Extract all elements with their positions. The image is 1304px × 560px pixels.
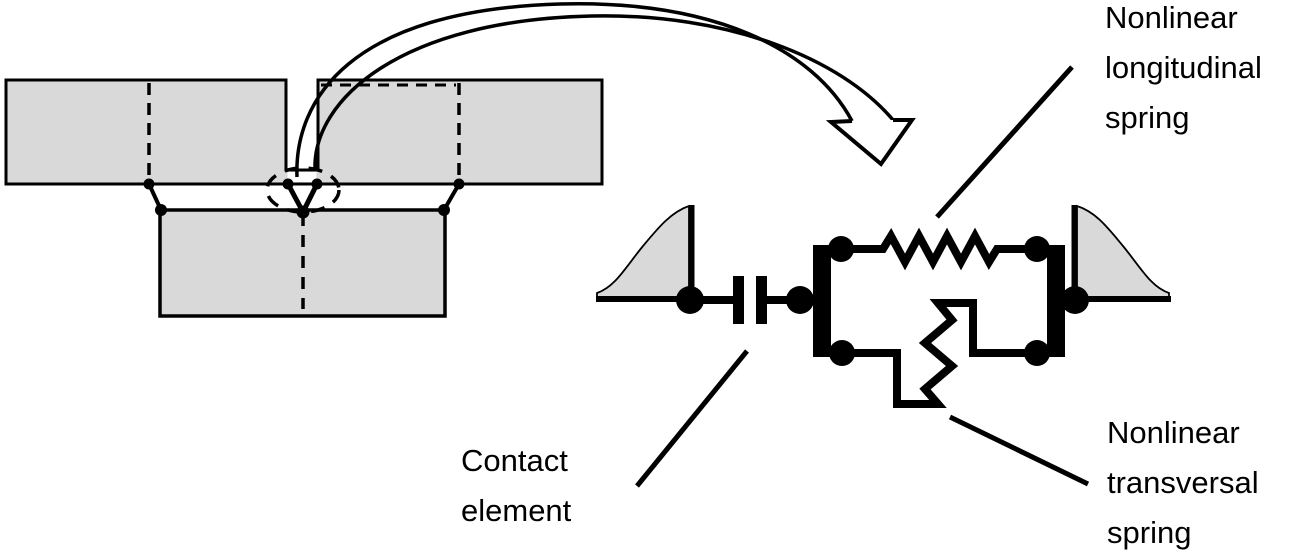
left-support-body xyxy=(596,204,690,298)
label-line: element xyxy=(461,493,572,528)
detail-highlight-ellipse xyxy=(265,166,341,214)
model-node-dot xyxy=(676,286,704,314)
contact-element-model xyxy=(596,204,1171,408)
model-node-dot xyxy=(829,340,855,366)
label-contact-element: Contact element xyxy=(461,436,571,536)
zoom-arrow-inner-curve xyxy=(313,14,895,170)
zoom-arrow xyxy=(295,2,916,178)
node-dot xyxy=(143,178,155,190)
node-dot xyxy=(438,204,450,216)
label-line: spring xyxy=(1107,515,1192,550)
label-line: Contact xyxy=(461,443,568,478)
label-line: spring xyxy=(1105,100,1190,135)
transversal-spring-zigzag xyxy=(842,299,1037,408)
right-support xyxy=(1066,204,1171,302)
welded-joint-figure xyxy=(4,78,604,318)
longitudinal-spring-zigzag xyxy=(841,227,1037,271)
label-nonlinear-transversal-spring: Nonlinear transversal spring xyxy=(1107,408,1259,558)
zoom-arrow-head xyxy=(825,118,916,167)
model-node-dot xyxy=(828,236,854,262)
label-line: Nonlinear xyxy=(1105,0,1238,35)
model-node-dot xyxy=(1061,286,1089,314)
model-node-dot xyxy=(786,286,814,314)
node-dot xyxy=(155,204,167,216)
label-line: transversal xyxy=(1107,465,1259,500)
weld-root-gap xyxy=(287,171,317,183)
label-nonlinear-longitudinal-spring: Nonlinear longitudinal spring xyxy=(1105,0,1262,143)
right-bracket-bar xyxy=(1047,245,1065,357)
leader-transversal-spring xyxy=(948,414,1090,487)
contact-element-capacitor xyxy=(690,276,800,324)
upper-plate xyxy=(4,78,604,186)
node-dot xyxy=(296,205,310,219)
label-line: Nonlinear xyxy=(1107,415,1240,450)
label-line: longitudinal xyxy=(1105,50,1262,85)
right-support-body xyxy=(1076,204,1170,298)
node-dot xyxy=(311,178,323,190)
node-dot xyxy=(282,178,294,190)
capacitor-plate-left xyxy=(733,276,744,324)
model-node-dot xyxy=(1024,340,1050,366)
left-support xyxy=(596,204,700,302)
node-dot xyxy=(453,178,465,190)
leader-longitudinal-spring xyxy=(935,65,1074,219)
capacitor-plate-right xyxy=(756,276,767,324)
zoom-arrow-outer-curve xyxy=(295,2,854,178)
model-node-dot xyxy=(1024,236,1050,262)
leader-contact-element xyxy=(635,349,749,488)
left-bracket-bar xyxy=(813,245,831,357)
